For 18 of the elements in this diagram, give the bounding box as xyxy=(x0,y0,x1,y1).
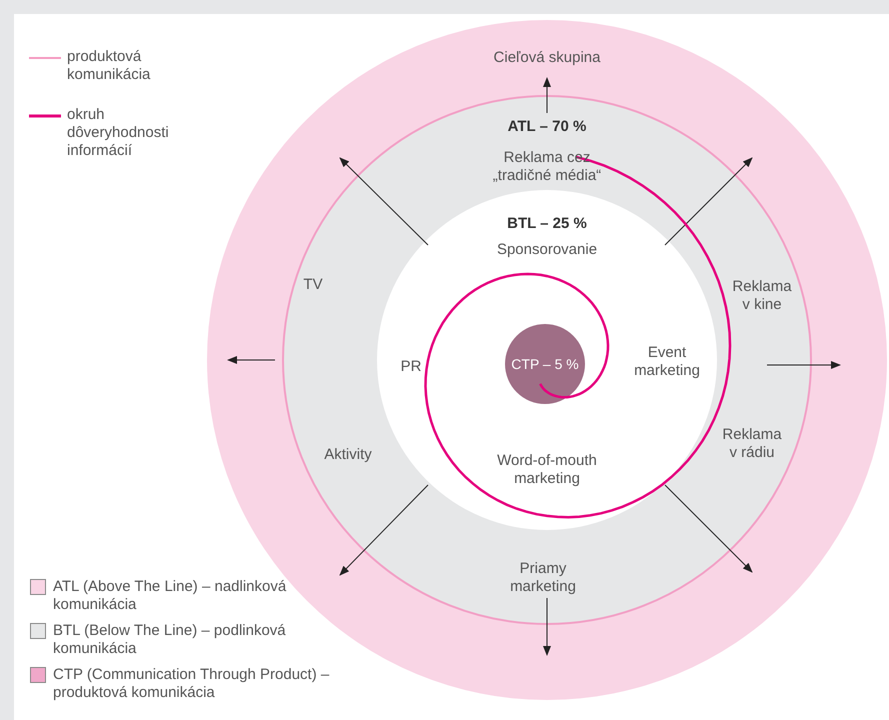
category-label: Reklama v rádiu xyxy=(721,426,783,462)
category-label: PR xyxy=(400,358,422,376)
legend-text: BTL (Below The Line) – podlinková komunikácia xyxy=(53,622,287,658)
legend-text: CTP (Communication Through Product) – produktová komunikácia xyxy=(53,666,330,702)
percentage-label: ATL – 70 % xyxy=(508,118,586,136)
category-label: Priamy marketing xyxy=(509,560,577,596)
category-label: Sponsorovanie xyxy=(496,241,598,259)
category-label: Aktivity xyxy=(324,446,372,464)
legend-text: okruh dôveryhodnosti informácií xyxy=(67,106,170,160)
legend-text: produktová komunikácia xyxy=(67,48,152,84)
category-label: Word-of-mouth marketing xyxy=(496,452,598,488)
category-label: Reklama v kine xyxy=(731,278,793,314)
percentage-label: CTP – 5 % xyxy=(511,355,579,373)
category-label: Event marketing xyxy=(633,344,701,380)
legend-text: ATL (Above The Line) – nadlinková komunikácia xyxy=(53,578,288,614)
target-group-label: Cieľová skupina xyxy=(494,49,600,67)
category-label: TV xyxy=(303,276,323,294)
percentage-label: BTL – 25 % xyxy=(507,215,587,233)
